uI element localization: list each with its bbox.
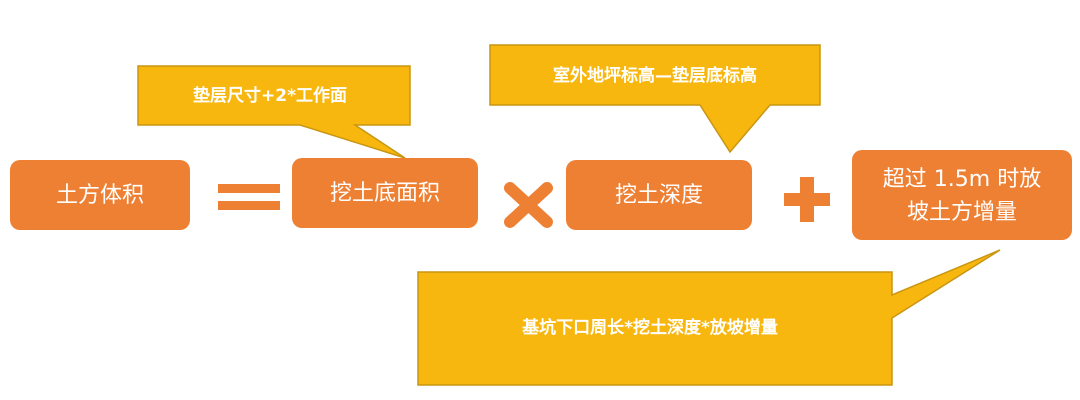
plus-sign (784, 177, 830, 222)
term4-line1-text: 超过 1.5m 时放 (883, 167, 1041, 192)
term4-line2-text: 坡土方增量 (907, 200, 1017, 225)
box-excavation-depth: 挖土深度 (566, 160, 752, 230)
callout-area: 垫层尺寸+2*工作面 (137, 65, 411, 159)
callout-increment: 基坑下口周长*挖土深度*放坡增量 (417, 249, 1001, 386)
equals-sign (218, 184, 280, 210)
term3-text: 挖土深度 (615, 183, 703, 208)
callout-area-text: 垫层尺寸+2*工作面 (193, 85, 347, 106)
box-excavation-base-area: 挖土底面积 (292, 158, 478, 228)
callout-depth: 室外地坪标高—垫层底标高 (489, 44, 821, 154)
term2-text: 挖土底面积 (330, 181, 440, 206)
box-slope-increment: 超过 1.5m 时放 坡土方增量 (852, 150, 1072, 240)
times-sign (504, 182, 553, 228)
callout-depth-text: 室外地坪标高—垫层底标高 (553, 65, 757, 86)
callout-increment-text: 基坑下口周长*挖土深度*放坡增量 (521, 317, 778, 338)
box-earthwork-volume: 土方体积 (10, 160, 190, 230)
term1-text: 土方体积 (56, 183, 144, 208)
